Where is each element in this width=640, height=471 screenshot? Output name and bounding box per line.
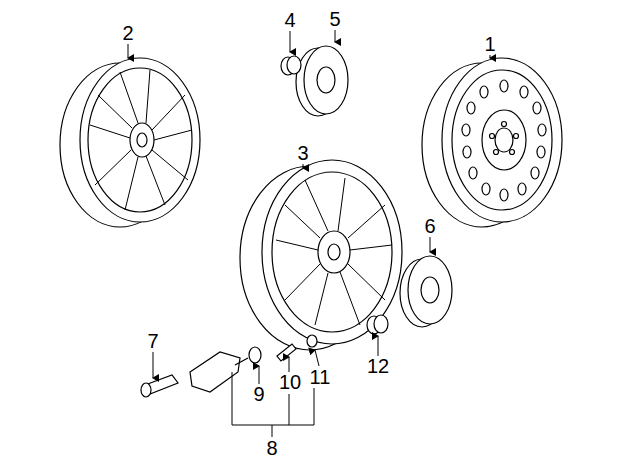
- callout-number: 7: [147, 330, 158, 352]
- callout-number: 1: [484, 33, 495, 55]
- callout-number: 6: [424, 215, 435, 237]
- callout-number: 11: [310, 366, 331, 388]
- callout-number: 8: [266, 437, 277, 459]
- callout-number: 4: [284, 9, 295, 31]
- callout-number: 12: [367, 355, 389, 377]
- callout-number: 2: [122, 22, 133, 44]
- callout-number: 3: [297, 142, 308, 164]
- callout-number: 10: [279, 371, 301, 393]
- callout-number: 5: [329, 8, 340, 30]
- callout-number: 9: [253, 383, 264, 405]
